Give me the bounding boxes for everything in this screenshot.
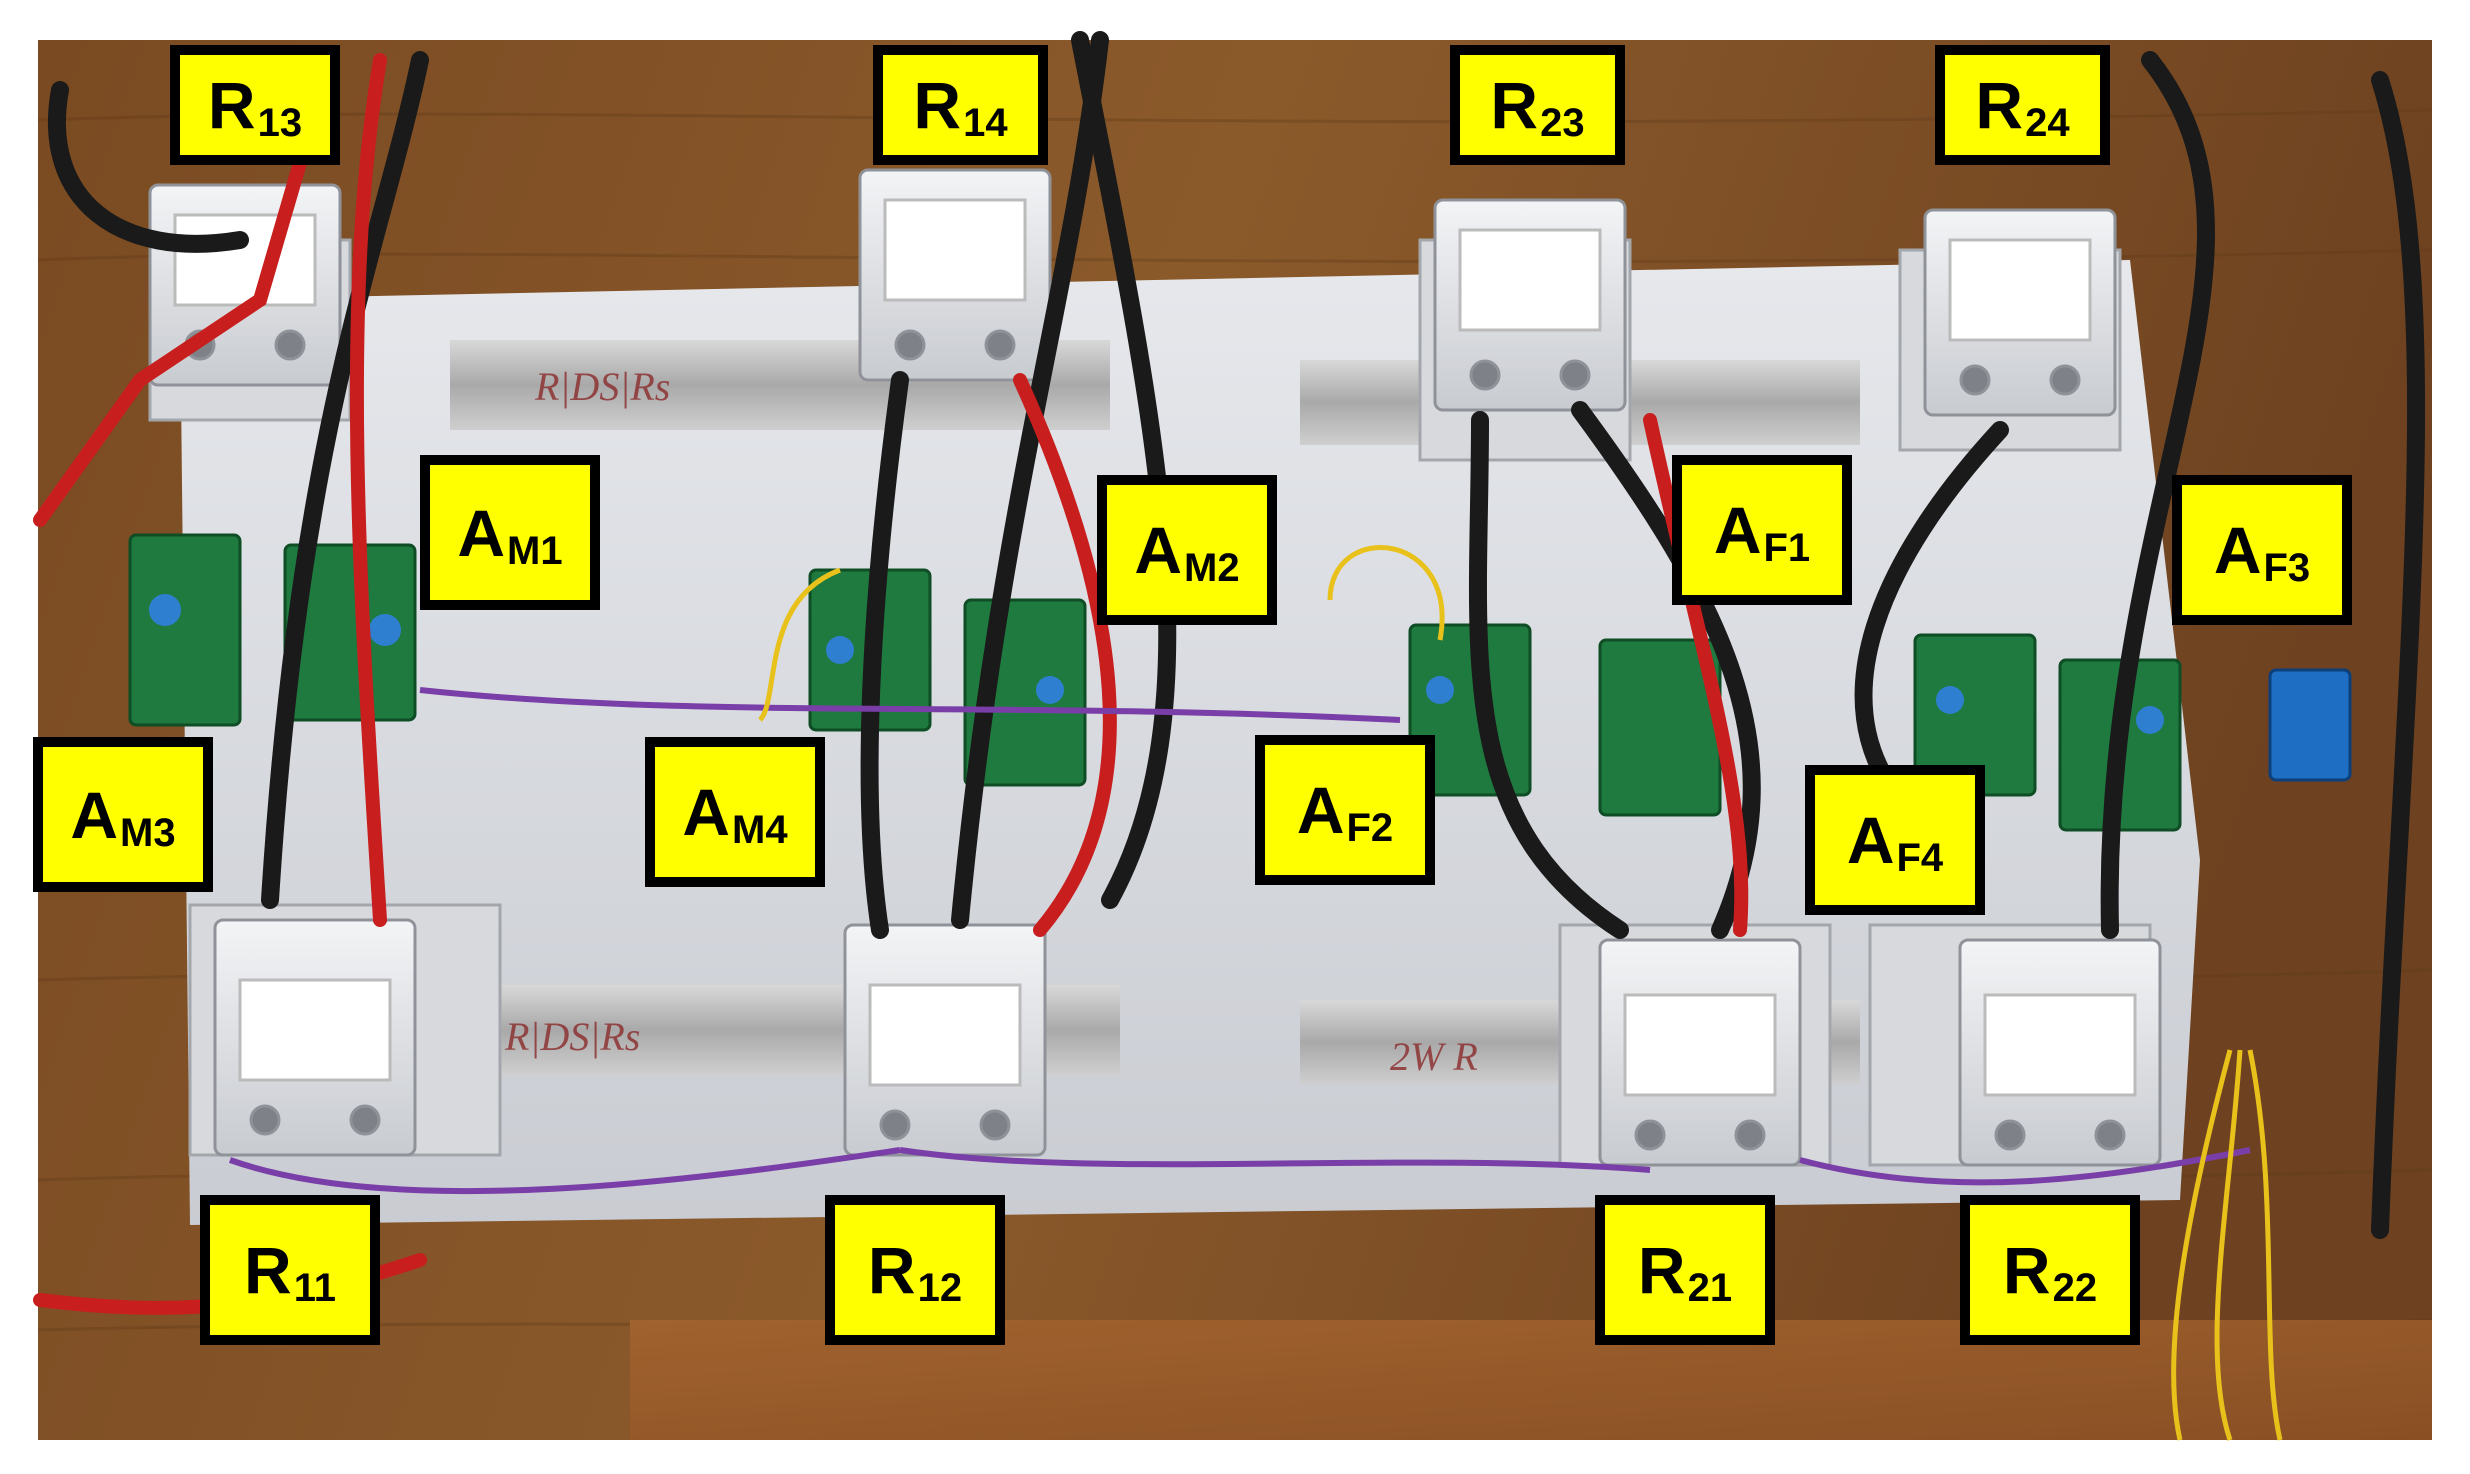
sensor-potentiometers bbox=[149, 594, 2164, 734]
yellow-wires bbox=[758, 545, 2283, 1441]
relay-r12 bbox=[843, 923, 1047, 1157]
thin-signal-wires bbox=[229, 687, 2251, 1195]
relay-r21 bbox=[1598, 938, 1802, 1167]
rail-marking-bottom-right: 2W R bbox=[1390, 1034, 1478, 1079]
relay-r14 bbox=[858, 168, 1052, 382]
relay-r22 bbox=[1958, 938, 2162, 1167]
rail-markings: R|DS|Rs R|DS|Rs 2W R bbox=[504, 364, 1478, 1079]
relay-r11 bbox=[213, 918, 417, 1157]
relay-r23 bbox=[1433, 198, 1627, 412]
rail-marking-bottom-left: R|DS|Rs bbox=[504, 1014, 640, 1059]
rail-marking-top-left: R|DS|Rs bbox=[534, 364, 670, 409]
relay-r24 bbox=[1923, 208, 2117, 417]
black-cables bbox=[47, 31, 2426, 1239]
